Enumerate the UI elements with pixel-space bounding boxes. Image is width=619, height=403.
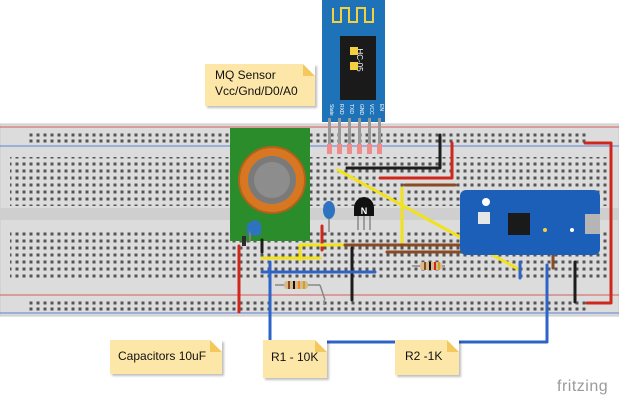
note-r2: R2 -1K bbox=[395, 340, 459, 375]
bluetooth-pin bbox=[358, 118, 361, 144]
bluetooth-pin-label: RXD bbox=[338, 104, 344, 115]
wire-red-right bbox=[583, 141, 613, 305]
resistor-r2 bbox=[412, 262, 445, 270]
bluetooth-module: HC-05 State RXD TXD GND VCC EN bbox=[322, 0, 385, 144]
bluetooth-pin bbox=[378, 118, 381, 144]
wire-red-top bbox=[378, 141, 454, 180]
bluetooth-pin bbox=[328, 118, 331, 144]
note-capacitors: Capacitors 10uF bbox=[110, 340, 222, 374]
wire-black-top bbox=[345, 133, 442, 170]
bluetooth-pin bbox=[338, 118, 341, 144]
bluetooth-pin bbox=[368, 118, 371, 144]
note-capacitors-text: Capacitors 10uF bbox=[118, 349, 207, 363]
bluetooth-chip-label: HC-05 bbox=[355, 48, 364, 72]
capacitor-1 bbox=[323, 201, 335, 232]
capacitor-2 bbox=[249, 220, 261, 242]
bluetooth-pin-label: EN bbox=[378, 104, 384, 111]
bluetooth-pin-label: GND bbox=[358, 104, 364, 116]
resistor-r1 bbox=[275, 281, 326, 301]
note-mq-sensor-text: MQ Sensor Vcc/Gnd/D0/A0 bbox=[215, 68, 298, 98]
bluetooth-pin-label: State bbox=[328, 104, 334, 116]
note-mq-sensor: MQ Sensor Vcc/Gnd/D0/A0 bbox=[205, 64, 315, 106]
note-r1: R1 - 10K bbox=[263, 340, 327, 378]
note-r2-text: R2 -1K bbox=[405, 349, 443, 363]
microcontroller-board bbox=[460, 190, 600, 255]
bluetooth-header bbox=[327, 144, 382, 154]
mq-sensor-module bbox=[230, 128, 310, 246]
bluetooth-pin-label: VCC bbox=[368, 104, 374, 115]
note-r1-text: R1 - 10K bbox=[271, 350, 319, 364]
fritzing-logo: fritzing bbox=[557, 378, 609, 395]
transistor-label: N bbox=[361, 206, 368, 216]
bluetooth-pin bbox=[348, 118, 351, 144]
bluetooth-pin-label: TXD bbox=[348, 104, 354, 114]
transistor: N bbox=[354, 197, 374, 230]
